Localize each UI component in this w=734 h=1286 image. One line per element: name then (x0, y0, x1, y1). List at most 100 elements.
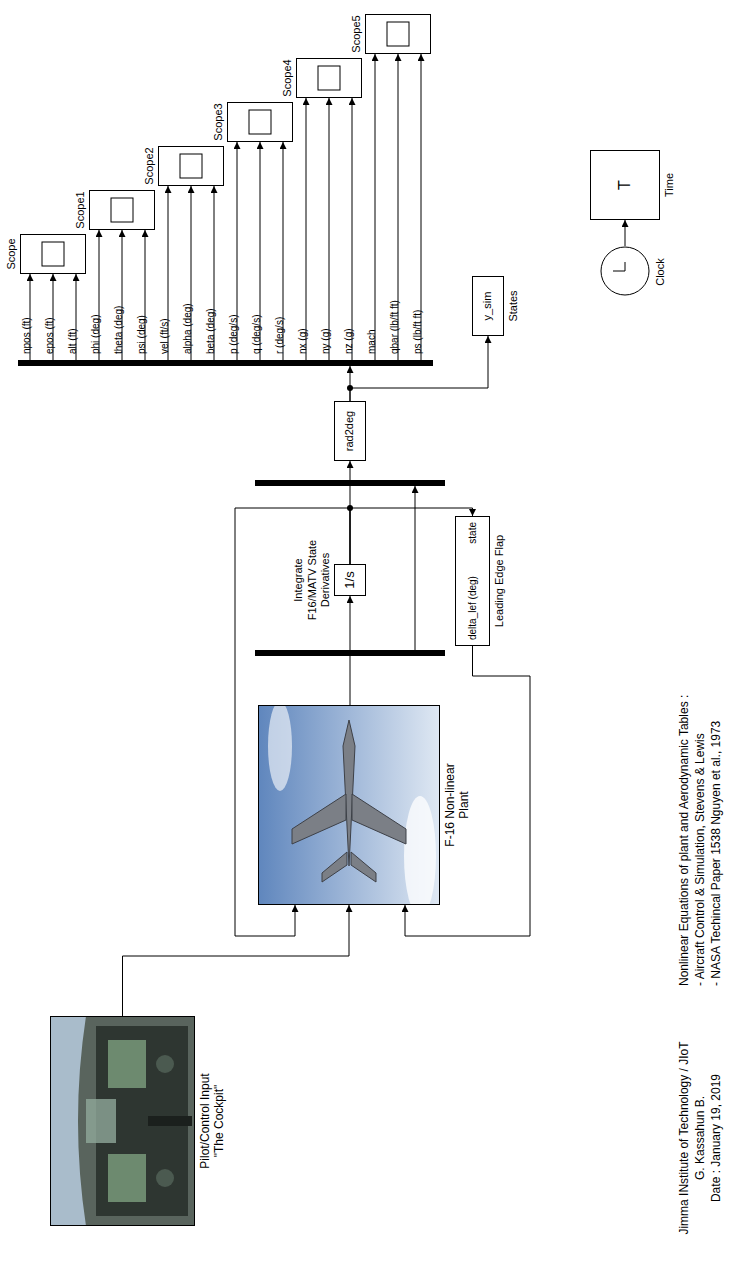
text-slot: Clock (654, 242, 667, 302)
block-text: state (467, 522, 479, 544)
cockpit-block: Pilot/Control Input "The Cockpit" (50, 1016, 195, 1226)
scope-icon (90, 191, 154, 229)
signal-name: npos (ft) (21, 317, 33, 354)
scope-icon (297, 59, 361, 97)
text-slot: delta_lef (deg) (456, 576, 489, 645)
scope-block: Scope (20, 234, 86, 274)
block-name: Leading Edge Flap (493, 516, 506, 646)
label-slot: nx (g) (292, 328, 310, 354)
cockpit-picture (50, 1016, 195, 1226)
clock-block: Clock (600, 246, 650, 296)
block-name: Pilot/Control Input "The Cockpit" (198, 1064, 227, 1179)
block-name: Scope3 (212, 92, 225, 152)
scope-block: Scope1 (89, 190, 155, 230)
text-slot: States (507, 271, 520, 341)
bypass-wire (415, 486, 416, 650)
label-slot: theta (deg) (108, 306, 126, 354)
text-slot: rad2deg (335, 402, 365, 460)
signal-name: mach (366, 330, 378, 354)
signal-name: nx (g) (297, 328, 309, 354)
gain-block: rad2deg (334, 401, 366, 461)
signal-name: beta (deg) (205, 308, 217, 354)
block-name: Scope2 (143, 136, 156, 196)
signal-name: q (deg/s) (251, 315, 263, 354)
scope-icon (159, 147, 223, 185)
signal-line (625, 220, 626, 246)
signal-name: theta (deg) (113, 306, 125, 354)
label-slot: vel (ft/s) (154, 318, 172, 354)
signal-name: vel (ft/s) (159, 318, 171, 354)
credit-note: G. Kassahun B. (693, 1096, 707, 1180)
signal-name: alt (ft) (67, 328, 79, 354)
label-slot: - Aircraft Control & Simulation, Stevens… (690, 733, 708, 986)
text-slot: Scope2 (143, 136, 156, 196)
label-slot: G. Kassahun B. (690, 998, 708, 1278)
block-name: F-16 Non-linear Plant (443, 755, 472, 855)
label-slot: npos (ft) (16, 317, 34, 354)
scope-icon (366, 15, 430, 53)
credit-note: Jimma INstitute of Technology / JIoT (677, 1041, 691, 1234)
block-text: delta_lef (deg) (467, 576, 479, 640)
scope-block: Scope3 (227, 102, 293, 142)
text-slot: Scope (5, 224, 18, 284)
signal-line (235, 508, 350, 936)
scope-block: Scope5 (365, 14, 431, 54)
block-name: Integrate F16/MATV State Derivatives (292, 534, 332, 626)
signal-line (350, 596, 351, 705)
text-slot: Scope1 (74, 180, 87, 240)
text-slot: T (591, 151, 659, 219)
label-slot: r (deg/s) (269, 317, 287, 354)
label-slot: alpha (deg) (177, 303, 195, 354)
text-slot: 1/s (335, 565, 365, 595)
label-slot: beta (deg) (200, 308, 218, 354)
label-slot: alt (ft) (62, 328, 80, 354)
scope-block: Scope2 (158, 146, 224, 186)
label-slot: p (deg/s) (223, 315, 241, 354)
flap-block: delta_lef (deg)stateLeading Edge Flap (455, 516, 490, 646)
block-name: Clock (654, 242, 667, 302)
reference-note: - Aircraft Control & Simulation, Stevens… (693, 733, 707, 986)
text-slot: Scope5 (350, 4, 363, 64)
credit-note: Date : January 19, 2019 (709, 1074, 723, 1202)
text-slot: state (456, 517, 489, 544)
label-slot: mach (361, 330, 379, 354)
signal-name: alpha (deg) (182, 303, 194, 354)
text-slot: Integrate F16/MATV State Derivatives (292, 534, 332, 626)
block-name: States (507, 271, 520, 341)
label-slot: - NASA Techincal Paper 1538 Nguyen et al… (706, 721, 724, 986)
reference-note: - NASA Techincal Paper 1538 Nguyen et al… (709, 721, 723, 986)
label-slot: nz (g) (338, 328, 356, 354)
bus-bar (18, 360, 433, 366)
text-slot: Time (663, 150, 676, 220)
plant-block: F-16 Non-linear Plant (258, 705, 440, 905)
signal-name: ny (g) (320, 328, 332, 354)
label-slot: q (deg/s) (246, 315, 264, 354)
scope-icon (21, 235, 85, 273)
signal-name: psi (deg) (136, 315, 148, 354)
label-slot: phi (deg) (85, 315, 103, 354)
text-slot: Scope3 (212, 92, 225, 152)
text-slot: Pilot/Control Input "The Cockpit" (198, 1064, 227, 1179)
block-name: Scope5 (350, 4, 363, 64)
label-slot: ny (g) (315, 328, 333, 354)
text-slot: Leading Edge Flap (493, 516, 506, 646)
signal-name: nz (g) (343, 328, 355, 354)
label-slot: epos (ft) (39, 317, 57, 354)
integrator-block: Integrate F16/MATV State Derivatives1/s (334, 564, 366, 596)
signal-line (350, 461, 351, 564)
block-name: Scope (5, 224, 18, 284)
label-slot: Nonlinear Equations of plant and Aerodyn… (674, 695, 692, 986)
jet-picture (258, 701, 440, 916)
scope-block: Scope4 (296, 58, 362, 98)
signal-line (123, 905, 350, 1016)
reference-note: Nonlinear Equations of plant and Aerodyn… (677, 695, 691, 986)
block-text: T (615, 180, 634, 190)
block-text: y_sim (481, 292, 494, 321)
text-slot: F-16 Non-linear Plant (443, 755, 472, 855)
display-block: TTime (590, 150, 660, 220)
signal-name: p (deg/s) (228, 315, 240, 354)
text-slot: y_sim (473, 277, 503, 335)
block-name: Scope1 (74, 180, 87, 240)
signal-line (405, 646, 530, 936)
signal-name: epos (ft) (44, 317, 56, 354)
